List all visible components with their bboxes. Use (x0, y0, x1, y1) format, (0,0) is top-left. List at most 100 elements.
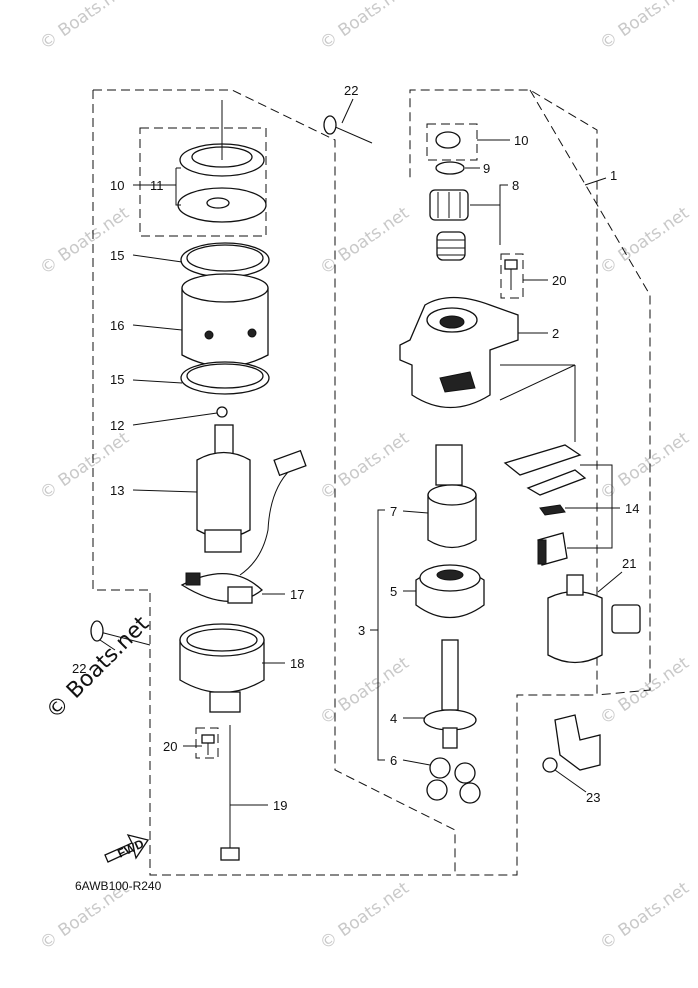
kit-box-20-lower (195, 727, 219, 759)
callout-15: 15 (110, 248, 124, 263)
shaft-flange (423, 709, 477, 731)
armature-shaft-top (214, 424, 234, 456)
washer-hole (206, 197, 230, 209)
yoke-hole (247, 328, 257, 338)
callout-16: 16 (110, 318, 124, 333)
diagram-code: 6AWB100-R240 (75, 879, 162, 893)
bracket-part-23 (554, 714, 601, 771)
bracket-recess (439, 371, 476, 393)
solenoid-part-21 (547, 590, 603, 664)
callout-5: 5 (390, 584, 397, 599)
commutator (204, 529, 242, 553)
screw-part-20-upper (504, 259, 518, 270)
pad-part-14 (539, 504, 566, 516)
callout-7: 7 (390, 504, 397, 519)
shaft-lower (442, 727, 458, 749)
callout-11: 11 (150, 178, 164, 193)
watermark: © Boats.net (36, 203, 133, 279)
pinion-shaft-part-4 (441, 639, 459, 711)
watermark: © Boats.net (316, 203, 413, 279)
bolt-head (90, 620, 104, 642)
planet-gear-part-6 (429, 757, 451, 779)
callout-22: 22 (72, 661, 86, 676)
rear-cover-inner (186, 628, 258, 652)
callout-15: 15 (110, 372, 124, 387)
cap-part-10 (435, 131, 461, 149)
left-column-parts (90, 100, 307, 861)
wire-terminal (273, 449, 307, 477)
watermark: © Boats.net (316, 878, 413, 954)
solenoid-connector (611, 604, 641, 634)
nut (542, 757, 558, 773)
watermark-layer: © Boats.net © Boats.net © Boats.net © Bo… (36, 0, 693, 954)
lever-arm (526, 469, 587, 496)
callout-10: 10 (514, 133, 528, 148)
callout-4: 4 (390, 711, 397, 726)
yoke-hole (204, 330, 214, 340)
callout-20: 20 (552, 273, 566, 288)
solenoid-terminal (566, 574, 584, 596)
steel-ball-part-12 (216, 406, 228, 418)
planet-gear-part-6 (426, 779, 448, 801)
o-ring-inner (186, 244, 264, 272)
right-column-parts (323, 115, 641, 804)
pad-edge (537, 539, 547, 565)
left-assembly-outline (93, 89, 598, 876)
callout-21: 21 (622, 556, 636, 571)
callout-18: 18 (290, 656, 304, 671)
callout-1: 1 (610, 168, 617, 183)
callout-22: 22 (344, 83, 358, 98)
fwd-label: FWD (115, 836, 146, 860)
callout-12: 12 (110, 418, 124, 433)
callout-14: 14 (625, 501, 639, 516)
rear-cover-foot (209, 691, 241, 713)
shift-lever-part-14 (503, 444, 582, 476)
clutch-top (427, 484, 477, 506)
watermark: © Boats.net (596, 428, 693, 504)
watermark: © Boats.net (596, 878, 693, 954)
callout-2: 2 (552, 326, 559, 341)
watermark: © Boats.net (316, 428, 413, 504)
kit-box-20-upper (500, 253, 524, 299)
armature-part-13 (196, 451, 251, 539)
kit-box-10 (426, 123, 478, 161)
right-outline (529, 89, 651, 696)
callout-3: 3 (358, 623, 365, 638)
callout-labels: 10 11 15 16 15 12 13 1 7 18 20 19 22 22 1… (72, 83, 639, 813)
planet-gear-part-6 (454, 762, 476, 784)
callout-8: 8 (512, 178, 519, 193)
watermark: © Boats.net (596, 0, 693, 54)
watermark: © Boats.net (316, 653, 413, 729)
callout-9: 9 (483, 161, 490, 176)
brush-lead-wire (239, 469, 291, 576)
ring-part-9 (435, 161, 465, 175)
watermark: © Boats.net (316, 0, 413, 54)
screw-part-20-lower (201, 734, 215, 744)
watermark: © Boats.net (36, 0, 133, 54)
callout-13: 13 (110, 483, 124, 498)
through-bolt-head (220, 847, 240, 861)
watermark: © Boats.net (596, 203, 693, 279)
callout-23: 23 (586, 790, 600, 805)
leader-lines (99, 98, 623, 806)
callout-10: 10 (110, 178, 124, 193)
group-outlines (92, 89, 651, 876)
watermark: © Boats.net (596, 653, 693, 729)
left-lower-outline (92, 90, 455, 876)
callout-6: 6 (390, 753, 397, 768)
brush (185, 572, 201, 586)
housing-bore (436, 569, 464, 581)
bolt-part-22-top (332, 125, 373, 144)
spring (436, 231, 466, 261)
callout-19: 19 (273, 798, 287, 813)
yoke-top (181, 273, 269, 303)
bolt-part-22-left (99, 631, 151, 646)
fwd-arrow: FWD (104, 834, 150, 863)
bolt-head (323, 115, 337, 135)
brush (227, 586, 253, 604)
kit-box-11 (139, 127, 267, 237)
planet-gear-part-6 (459, 782, 481, 804)
o-ring-inner (186, 363, 264, 389)
shaft-spline (435, 444, 463, 486)
